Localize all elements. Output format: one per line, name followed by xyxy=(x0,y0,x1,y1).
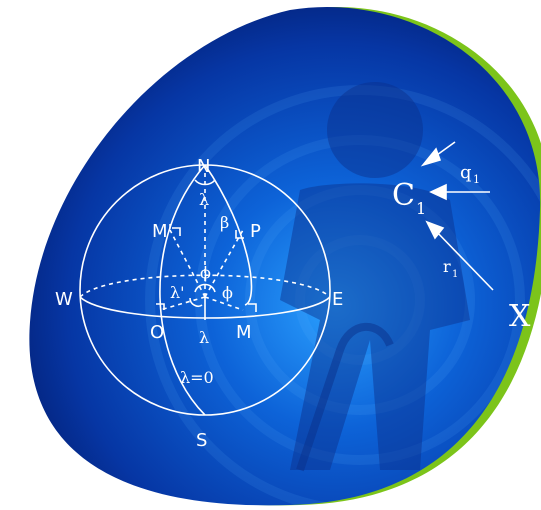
right-angle-m xyxy=(248,303,257,312)
sphere-diagram xyxy=(79,164,331,416)
arrow-head-top xyxy=(420,147,442,167)
label-r-subscript: 1 xyxy=(452,269,458,280)
label-meridian-zero: λ=0 xyxy=(180,368,214,387)
label-r: r xyxy=(443,257,451,276)
radius-to-p xyxy=(204,229,244,298)
label-origin: O xyxy=(150,322,164,343)
cane-shape xyxy=(296,322,394,472)
label-q: q xyxy=(460,162,472,183)
label-north: N xyxy=(197,156,210,177)
background-ripples xyxy=(145,85,541,506)
label-point-mprime: M' xyxy=(152,221,172,242)
label-south: S xyxy=(196,430,207,451)
label-lambda-prime: λ' xyxy=(170,283,185,302)
label-point-p: P xyxy=(250,221,261,242)
angle-arc-top xyxy=(194,179,216,186)
meridian-left xyxy=(159,164,206,416)
label-lambda-top: λ xyxy=(199,190,209,209)
arrow-r-line xyxy=(432,227,494,291)
label-phi-right: ϕ xyxy=(222,283,233,302)
arrow-head-r xyxy=(425,220,445,240)
label-c: C xyxy=(392,178,415,213)
label-q-subscript: 1 xyxy=(473,173,480,186)
right-angle-o xyxy=(156,303,165,310)
background-blob xyxy=(29,6,541,506)
right-angle-p xyxy=(235,230,244,239)
label-beta: β xyxy=(220,213,229,232)
right-diagram xyxy=(420,141,494,291)
label-c-subscript: 1 xyxy=(416,199,426,218)
radius-to-m xyxy=(204,296,244,311)
label-west: W xyxy=(55,289,73,310)
label-lambda-bottom: λ xyxy=(199,328,209,347)
label-phi-upper: ϕ xyxy=(200,263,211,282)
right-angle-mprime xyxy=(172,227,181,236)
label-point-m: M xyxy=(236,322,252,343)
label-east: E xyxy=(332,289,343,310)
arrow-head-q xyxy=(429,183,447,201)
equator-back xyxy=(79,274,331,298)
angle-arc-lambda-prime xyxy=(189,297,203,307)
angle-arc-center xyxy=(194,283,216,293)
label-x: X xyxy=(509,299,531,334)
meridian-right xyxy=(204,164,253,306)
